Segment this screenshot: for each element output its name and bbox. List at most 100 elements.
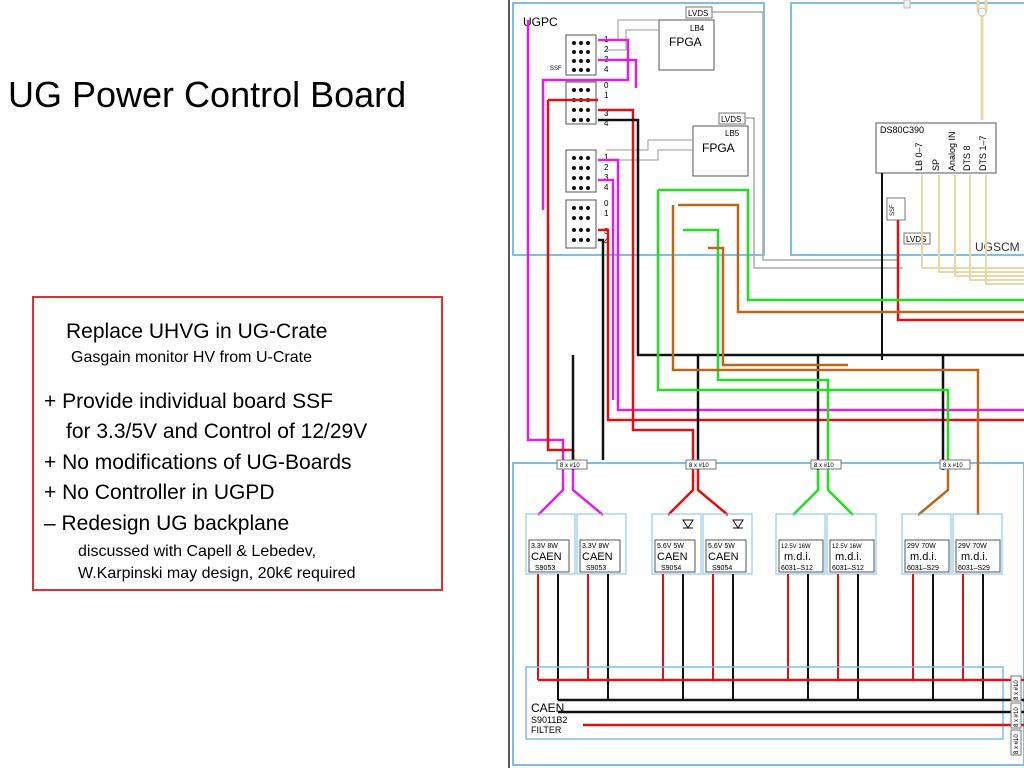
right-label-2-box (1010, 702, 1022, 729)
ds80-pin-sp: SP (931, 159, 941, 171)
module-4-rating: 5.6V 5W (708, 543, 735, 550)
module-3-frame (651, 513, 702, 575)
module-row (525, 513, 1003, 575)
red-wire-1 (598, 108, 695, 470)
page-title: UG Power Control Board (8, 74, 407, 115)
c3-pin-3: 3 (604, 173, 609, 182)
module-5-box (778, 539, 824, 573)
module-7-model: 6031–S29 (907, 565, 939, 572)
ds80-pin-dts17: DTS 1–7 (978, 135, 988, 171)
module-8-rating: 29V 70W (958, 543, 987, 550)
c1-pin-2: 2 (604, 45, 609, 54)
diode-2 (732, 519, 744, 529)
brown-wires-2 (708, 246, 848, 367)
ds80-pin-analog: Analog IN (947, 131, 957, 171)
module-1-box (528, 539, 570, 573)
ugscm-label: UGSCM (975, 240, 1020, 254)
control-lines-1 (606, 19, 659, 51)
ugscm-red-line (896, 220, 1024, 322)
module-3-rating: 5.6V 5W (657, 543, 684, 550)
fpga2-chip-label: FPGA (702, 141, 735, 155)
note-line-5: + No modifications of UG-Boards (44, 451, 352, 474)
c1-pin-4: 4 (604, 65, 609, 74)
brown-cross (917, 470, 980, 516)
module-7-box (904, 539, 950, 573)
top-cable-node (977, 7, 987, 17)
green-wires-2 (683, 228, 830, 470)
fpga1-box-label: LB4 (690, 24, 705, 33)
connector-1 (565, 34, 597, 76)
c3-pin-4: 4 (604, 183, 609, 192)
filter-type: FILTER (531, 725, 562, 735)
c2-pin-2: 1 (604, 91, 609, 100)
ugscm-box (790, 2, 1024, 256)
module-2-frame (576, 513, 627, 575)
c4-pin-1: 0 (604, 199, 609, 208)
note-line-3: + Provide individual board SSF (44, 390, 333, 413)
module-2-box (579, 539, 621, 573)
ugscm-ssf-box (886, 197, 906, 221)
module-5-rating: 12.5V 16W (781, 544, 811, 550)
c2-pin-4: 4 (604, 119, 609, 128)
bus-label-3: 8 x #10 (814, 463, 834, 469)
right-label-3-box (1010, 729, 1022, 756)
filter-brand: CAEN (531, 701, 564, 715)
diode-1 (682, 519, 694, 529)
bus-label-1-box (556, 459, 588, 470)
magenta-cross (537, 470, 604, 516)
module-3-box (654, 539, 696, 573)
notes-box: Replace UHVG in UG-Crate Gasgain monitor… (32, 296, 443, 591)
module-8-box (955, 539, 1001, 573)
right-label-2: 8 x #10 (1014, 707, 1020, 727)
connector-4 (565, 199, 597, 249)
module-6-frame (826, 513, 877, 575)
module-3-model: S9054 (661, 565, 681, 572)
c4-pin-4: 4 (604, 237, 609, 246)
right-label-1: 8 x #10 (1014, 680, 1020, 700)
right-label-1-box (1010, 675, 1022, 702)
note-line-4: for 3.3/5V and Control of 12/29V (66, 420, 368, 443)
module-black-outputs (557, 574, 984, 700)
schematic-diagram: UGPC UGSCM LB4 FPGA LVDS LB5 FPGA LVDS 1… (508, 0, 1024, 768)
top-cable-b (976, 0, 988, 120)
black-drops (571, 355, 945, 470)
fpga2-lvds-label: LVDS (721, 115, 741, 124)
right-label-3: 8 x #10 (1014, 734, 1020, 754)
connector-3 (565, 149, 597, 193)
module-4-model: S9054 (712, 565, 732, 572)
note-line-1: Replace UHVG in UG-Crate (66, 320, 328, 343)
lvds-cable-1 (712, 11, 898, 261)
ugpc-label: UGPC (523, 15, 558, 29)
module-4-brand: CAEN (708, 551, 739, 563)
note-line-2: Gasgain monitor HV from U-Crate (71, 349, 312, 366)
module-1-model: S9053 (535, 565, 555, 572)
bus-label-2: 8 x #10 (689, 463, 709, 469)
connector-2 (565, 81, 597, 125)
module-4-box (705, 539, 747, 573)
module-6-box (829, 539, 875, 573)
note-line-6: + No Controller in UGPD (44, 481, 275, 504)
control-lines-2 (606, 139, 693, 161)
module-1-brand: CAEN (531, 551, 562, 563)
crate-box (512, 462, 1024, 766)
module-8-brand: m.d.i. (961, 551, 988, 563)
module-7-brand: m.d.i. (910, 551, 937, 563)
ds80-pin-lb: LB 0–7 (914, 142, 924, 171)
bus-label-1: 8 x #10 (560, 463, 580, 469)
module-4-frame (702, 513, 753, 575)
c3-pin-2: 2 (604, 163, 609, 172)
bus-label-2-box (685, 459, 717, 470)
note-line-7: – Redesign UG backplane (44, 512, 290, 535)
module-6-brand: m.d.i. (835, 551, 862, 563)
fpga1-lvds-label: LVDS (688, 9, 708, 18)
c4-pin-2: 1 (604, 209, 609, 218)
lvds-cable-2 (745, 117, 903, 269)
black-wires (598, 118, 1024, 460)
fpga2-box (692, 125, 749, 177)
brown-wires (671, 203, 1024, 470)
bus-label-4-box (939, 459, 971, 470)
module-7-rating: 29V 70W (907, 543, 936, 550)
module-5-model: 6031–S12 (781, 565, 813, 572)
filter-model: S9011B2 (531, 715, 567, 725)
fpga2-box-label: LB5 (725, 129, 740, 138)
